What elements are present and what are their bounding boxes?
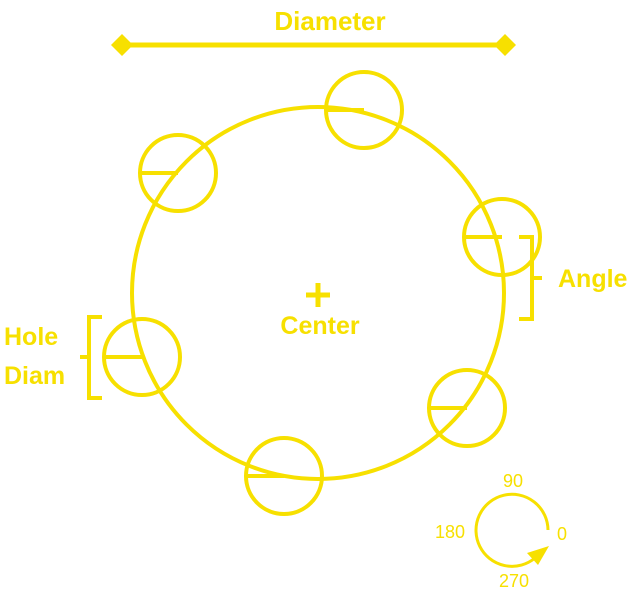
hole bbox=[138, 133, 218, 213]
angle-180-label: 180 bbox=[435, 522, 465, 542]
angle-90-label: 90 bbox=[503, 471, 523, 491]
direction-arrowhead bbox=[527, 546, 549, 565]
bolt-circle bbox=[130, 105, 506, 481]
hole bbox=[427, 368, 507, 448]
angle-0-label: 0 bbox=[557, 524, 567, 544]
center-label: Center bbox=[280, 312, 359, 340]
hole-diameter-bracket bbox=[80, 315, 102, 400]
hole bbox=[244, 436, 324, 516]
hole-diameter-dimension: Hole Diam bbox=[4, 315, 102, 400]
hole bbox=[462, 197, 542, 277]
hole bbox=[102, 317, 182, 397]
angle-direction-indicator: 90 0 180 270 bbox=[435, 471, 567, 591]
diameter-dimension: Diameter bbox=[111, 6, 516, 56]
hole bbox=[324, 70, 404, 150]
hole-diameter-label-line2: Diam bbox=[4, 362, 65, 390]
diameter-left-arrow bbox=[111, 34, 133, 56]
angle-dimension: Angle bbox=[519, 235, 628, 321]
center-mark: Center bbox=[280, 283, 360, 340]
direction-arc bbox=[474, 492, 550, 568]
angle-label: Angle bbox=[558, 265, 628, 293]
angle-bracket bbox=[519, 235, 542, 321]
angle-270-label: 270 bbox=[499, 571, 529, 591]
diameter-label: Diameter bbox=[274, 6, 385, 36]
hole-diameter-label-line1: Hole bbox=[4, 323, 58, 351]
diameter-right-arrow bbox=[494, 34, 516, 56]
